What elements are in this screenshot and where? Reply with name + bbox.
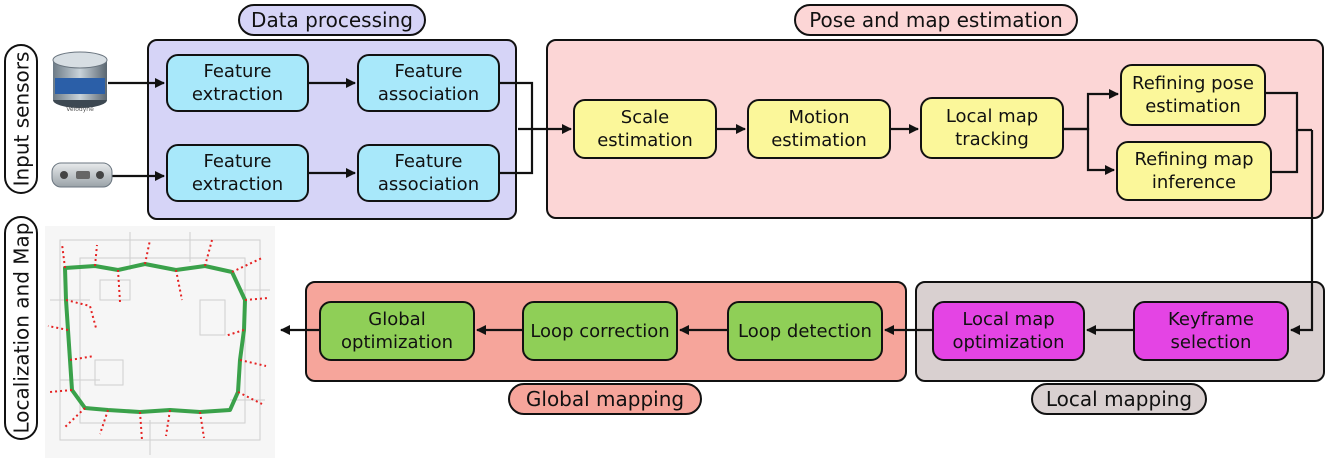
connector-refining-pose <box>1266 91 1312 132</box>
input-sensors-label: Input sensors <box>4 44 38 194</box>
feature-association-node-1: Feature association <box>357 54 500 112</box>
local-map-optimization-node: Local map optimization <box>932 301 1085 361</box>
lidar-brand-text: Velodyne <box>66 106 94 113</box>
pose-map-estimation-label: Pose and map estimation <box>794 4 1078 36</box>
data-processing-label: Data processing <box>238 4 426 36</box>
scale-estimation-node: Scale estimation <box>573 99 717 159</box>
global-mapping-label: Global mapping <box>508 383 702 415</box>
arrow-tracking-to-refining-pose <box>1064 89 1119 131</box>
keyframe-selection-node: Keyframe selection <box>1133 301 1289 361</box>
refining-pose-estimation-node: Refining pose estimation <box>1120 64 1266 126</box>
arrow-tracking-to-refining-map <box>1064 127 1115 175</box>
global-optimization-node: Global optimization <box>319 301 475 361</box>
localization-map-label: Localization and Map <box>4 216 38 440</box>
arrow-to-keyframe-selection <box>1290 130 1314 335</box>
localization-map-image <box>45 226 275 458</box>
lidar-sensor-icon: Velodyne <box>52 51 108 113</box>
feature-association-node-2: Feature association <box>357 144 500 202</box>
loop-detection-node: Loop detection <box>727 301 883 361</box>
connector-association2 <box>500 129 534 175</box>
refining-map-inference-node: Refining map inference <box>1116 141 1272 201</box>
local-mapping-label: Local mapping <box>1031 383 1207 415</box>
feature-extraction-node-1: Feature extraction <box>166 54 309 112</box>
loop-correction-node: Loop correction <box>522 301 678 361</box>
feature-extraction-node-2: Feature extraction <box>166 144 309 202</box>
connector-association1 <box>500 81 534 129</box>
connector-refining-map <box>1272 130 1299 174</box>
stereo-camera-icon <box>51 162 113 188</box>
local-map-tracking-node: Local map tracking <box>920 97 1064 159</box>
motion-estimation-node: Motion estimation <box>747 99 891 159</box>
